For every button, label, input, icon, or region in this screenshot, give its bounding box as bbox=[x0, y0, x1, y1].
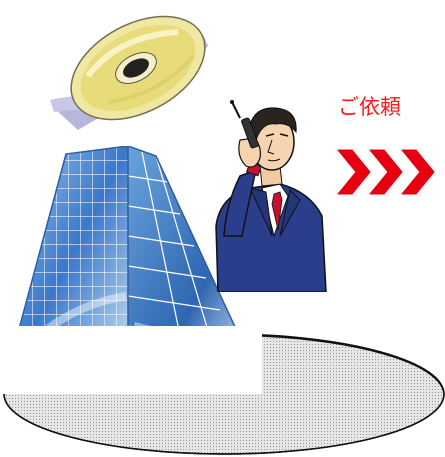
cd-disc-icon bbox=[50, 15, 208, 130]
request-label: ご依頼 bbox=[338, 95, 401, 119]
office-building-icon bbox=[8, 146, 254, 379]
triple-chevron-icon bbox=[337, 149, 435, 195]
ellipse-platform-icon bbox=[0, 326, 445, 455]
businessman-on-phone-icon bbox=[215, 100, 327, 292]
